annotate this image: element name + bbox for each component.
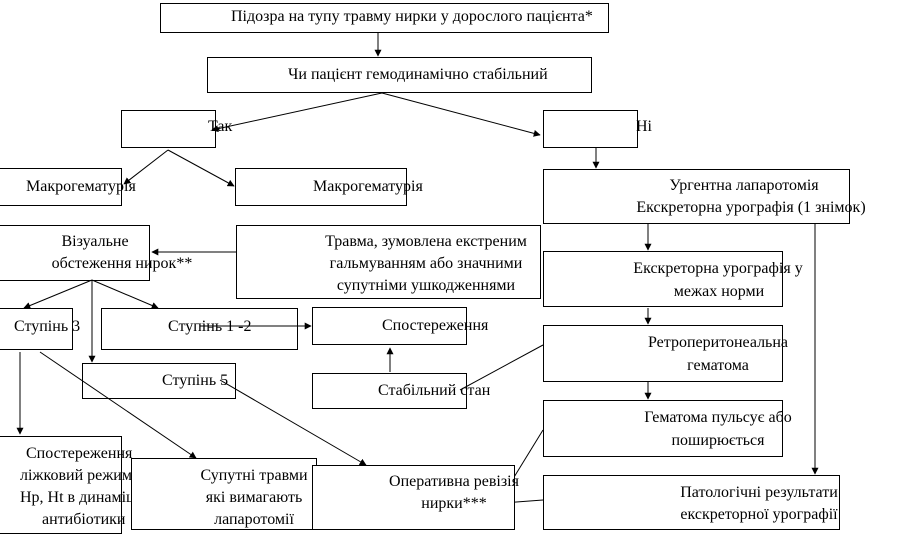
grade3-box — [0, 308, 73, 350]
observation-box — [312, 307, 467, 345]
retro-label-2: гематома — [687, 357, 749, 374]
arrow-visual-to-grade3 — [23, 279, 93, 309]
grade12-label: Ступінь 1 -2 — [168, 318, 252, 335]
arrow-question-to-yes — [211, 92, 383, 133]
arrow-grade5-to-operative — [219, 379, 367, 466]
grade5-label: Ступінь 5 — [162, 372, 229, 389]
trauma-label-2: гальмуванням або значними — [329, 255, 523, 272]
concomitant-label-3: лапаротомії — [214, 511, 294, 528]
concomitant-label-1: Супутні травми — [200, 467, 308, 484]
macro-right-box — [235, 168, 407, 206]
stable-state-box — [312, 373, 467, 409]
pulsating-box — [543, 400, 783, 457]
concomitant-label-2: які вимагають — [205, 489, 303, 506]
yes-label: Так — [208, 118, 233, 135]
obs-bed-label-1: Спостереження — [26, 445, 133, 462]
visual-box — [0, 225, 150, 281]
line-retro-to-stable — [459, 344, 544, 391]
no-box — [543, 110, 638, 148]
excretory-normal-label-1: Екскреторна урографія у — [633, 260, 803, 277]
arrow-yes-to-macro-right — [167, 149, 235, 187]
concomitant-box — [131, 458, 317, 530]
trauma-box — [236, 225, 541, 299]
excretory-normal-box — [543, 251, 783, 307]
pathologic-label-1: Патологічні результати — [680, 484, 838, 501]
visual-label-2: обстеження нирок** — [51, 255, 193, 272]
macro-right-label: Макрогематурія — [313, 178, 423, 195]
macro-left-label: Макрогематурія — [26, 178, 136, 195]
excretory-normal-label-2: межах норми — [673, 283, 765, 300]
pulsating-label-2: поширюється — [671, 432, 765, 449]
arrow-grade3-to-concomitant — [39, 351, 197, 459]
trauma-label-3: супутніми ушкодженнями — [336, 277, 516, 294]
trauma-label-1: Травма, зумовлена екстреним — [325, 233, 527, 250]
visual-label-1: Візуальне — [61, 233, 129, 250]
urgent-box — [543, 169, 850, 224]
pathologic-box — [543, 475, 840, 530]
operative-label-1: Оперативна ревізія — [389, 473, 519, 490]
retro-box — [543, 325, 783, 382]
observation-label: Спостереження — [382, 317, 489, 334]
grade5-box — [82, 363, 236, 399]
obs-bed-label-4: антибіотики — [42, 511, 126, 528]
pulsating-label-1: Гематома пульсує або — [644, 409, 792, 426]
grade12-box — [101, 308, 298, 350]
arrow-visual-to-grade12 — [91, 279, 159, 309]
urgent-label-1: Ургентна лапаротомія — [669, 177, 819, 194]
obs-bed-label-3: Hp, Ht в динаміці — [20, 489, 140, 506]
yes-box — [121, 110, 216, 148]
stable-state-label: Стабільний стан — [378, 382, 491, 399]
macro-left-box — [0, 168, 122, 206]
no-label: Ні — [636, 118, 652, 135]
suspicion-label: Підозра на тупу травму нирки у дорослого… — [231, 8, 593, 25]
urgent-label-2: Екскреторна урографія (1 знімок) — [636, 199, 866, 216]
grade3-label: Ступінь 3 — [14, 318, 81, 335]
retro-label-1: Ретроперитонеальна — [647, 334, 789, 351]
obs-bed-label-2: ліжковий режим — [20, 467, 132, 484]
arrow-question-to-no — [381, 92, 541, 137]
suspicion-box — [160, 3, 609, 33]
arrow-yes-to-macro-left — [123, 149, 169, 185]
operative-label-2: нирки*** — [421, 495, 487, 512]
stable-question-label: Чи пацієнт гемодинамічно стабільний — [288, 66, 548, 83]
stable-question-box — [207, 57, 592, 93]
operative-box — [312, 465, 515, 530]
pathologic-label-2: екскреторної урографії — [680, 506, 838, 523]
